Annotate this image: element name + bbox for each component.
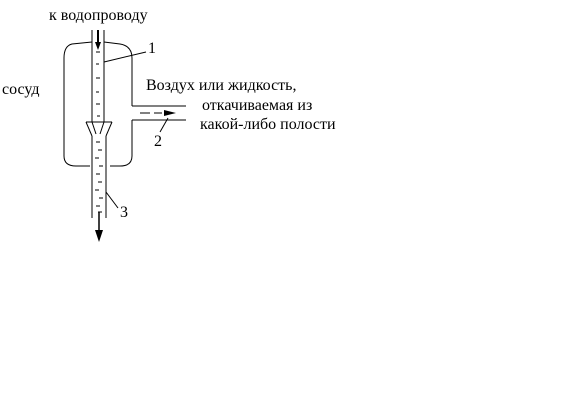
label-medium-line3: какой-либо полости [200,116,336,133]
callout-2: 2 [154,133,162,150]
water-outlet-arrow [95,212,103,242]
outlet-tube [91,136,107,218]
callout-3: 3 [120,204,128,221]
vessel-outline [63,41,133,167]
label-medium-line1: Воздух или жидкость, [146,77,296,94]
callout-1: 1 [148,40,156,57]
label-medium-line2: откачиваемая из [202,97,312,114]
suction-tube [132,105,186,121]
water-inlet-arrow [95,30,101,50]
suction-flow-arrow [164,110,176,116]
label-vessel: сосуд [2,81,40,98]
label-to-water-supply: к водопроводу [49,7,148,24]
callout-leaders [103,51,169,209]
diffuser-funnel [85,121,113,137]
nozzle-tube [91,30,105,135]
